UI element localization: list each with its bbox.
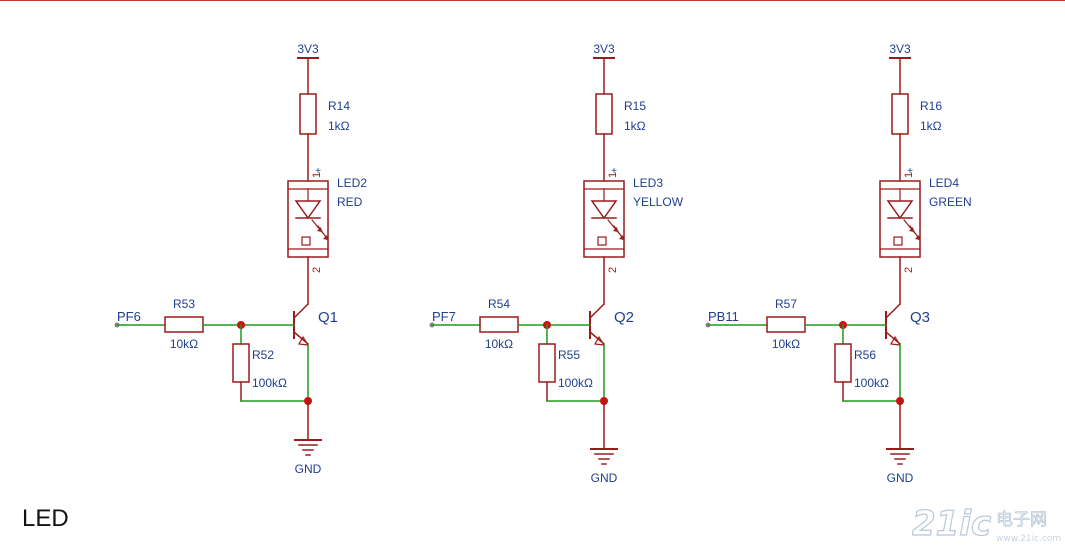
- watermark-url-text: www.21ic.com: [996, 534, 1061, 544]
- resistor-base-value: 10kΩ: [772, 337, 800, 351]
- resistor-top-value: 1kΩ: [328, 119, 350, 133]
- transistor-ref: Q2: [614, 309, 634, 326]
- net-label: PB11: [708, 309, 739, 324]
- bjt-collector: [292, 302, 310, 320]
- resistor-base: [479, 316, 519, 333]
- resistor-pulldown-ref: R52: [252, 348, 274, 362]
- supply-label: 3V3: [889, 42, 911, 56]
- resistor-base: [766, 316, 806, 333]
- led-color: RED: [337, 195, 363, 209]
- led-pin-1: 1: [311, 172, 323, 178]
- led-arrowhead-1: [613, 227, 618, 232]
- bjt-collector: [588, 302, 606, 320]
- led-arrowhead-2: [323, 235, 328, 240]
- header-line: [0, 0, 1065, 1]
- npn-transistor: [292, 302, 310, 346]
- led-package: [583, 180, 625, 258]
- ground-label: GND: [295, 462, 322, 476]
- resistor-top-value: 1kΩ: [624, 119, 646, 133]
- led-ref: LED3: [633, 176, 663, 190]
- resistor-pulldown: [834, 343, 852, 383]
- net-label: PF6: [117, 309, 141, 324]
- resistor-top: [595, 93, 613, 135]
- led-pin-1: 1: [903, 172, 915, 178]
- resistor-pulldown-ref: R56: [854, 348, 876, 362]
- led-arrowhead-2: [619, 235, 624, 240]
- resistor-base-ref: R53: [173, 297, 195, 311]
- ground-label: GND: [591, 471, 618, 485]
- resistor-pulldown: [232, 343, 250, 383]
- led-color: GREEN: [929, 195, 972, 209]
- led-color: YELLOW: [633, 195, 684, 209]
- led-diode-triangle: [294, 200, 322, 220]
- resistor-base-ref: R57: [775, 297, 797, 311]
- bjt-emitter-arrow: [594, 335, 606, 346]
- transistor-ref: Q1: [318, 309, 338, 326]
- resistor-top: [891, 93, 909, 135]
- bjt-emitter-arrow: [890, 335, 902, 346]
- led-package: [879, 180, 921, 258]
- supply-label: 3V3: [593, 42, 615, 56]
- resistor-top-ref: R14: [328, 99, 350, 113]
- led-pin-2: 2: [607, 267, 619, 273]
- resistor-base-value: 10kΩ: [170, 337, 198, 351]
- npn-transistor: [588, 302, 606, 346]
- led-arrowhead-2: [915, 235, 920, 240]
- led-plus-mark: +: [907, 166, 913, 177]
- led-plus-mark: +: [315, 166, 321, 177]
- net-label: PF7: [432, 309, 456, 324]
- bjt-emitter-arrow: [298, 335, 310, 346]
- led-package: [287, 180, 329, 258]
- led-chip-square: [301, 236, 311, 246]
- supply-label: 3V3: [297, 42, 319, 56]
- resistor-top-ref: R16: [920, 99, 942, 113]
- bjt-collector: [884, 302, 902, 320]
- resistor-top-value: 1kΩ: [920, 119, 942, 133]
- led-diode-triangle: [886, 200, 914, 220]
- led-chip-square: [893, 236, 903, 246]
- led-chip-square: [597, 236, 607, 246]
- resistor-pulldown-ref: R55: [558, 348, 580, 362]
- resistor-top-ref: R15: [624, 99, 646, 113]
- led-pin-1: 1: [607, 172, 619, 178]
- led-plus-mark: +: [611, 166, 617, 177]
- resistor-pulldown: [538, 343, 556, 383]
- ground-label: GND: [887, 471, 914, 485]
- led-pin-2: 2: [903, 267, 915, 273]
- schematic-title: LED: [22, 505, 69, 532]
- resistor-pulldown-value: 100kΩ: [252, 376, 287, 390]
- npn-transistor: [884, 302, 902, 346]
- led-arrowhead-1: [317, 227, 322, 232]
- led-pin-2: 2: [311, 267, 323, 273]
- led-ref: LED4: [929, 176, 959, 190]
- resistor-pulldown-value: 100kΩ: [854, 376, 889, 390]
- resistor-pulldown-value: 100kΩ: [558, 376, 593, 390]
- watermark-cn-text: 电子网: [996, 510, 1047, 530]
- led-ref: LED2: [337, 176, 367, 190]
- led-arrowhead-1: [909, 227, 914, 232]
- transistor-ref: Q3: [910, 309, 930, 326]
- resistor-base-ref: R54: [488, 297, 510, 311]
- led-diode-triangle: [590, 200, 618, 220]
- watermark-logo-text: 21ic: [912, 504, 991, 544]
- resistor-top: [299, 93, 317, 135]
- resistor-base-value: 10kΩ: [485, 337, 513, 351]
- resistor-base: [164, 316, 204, 333]
